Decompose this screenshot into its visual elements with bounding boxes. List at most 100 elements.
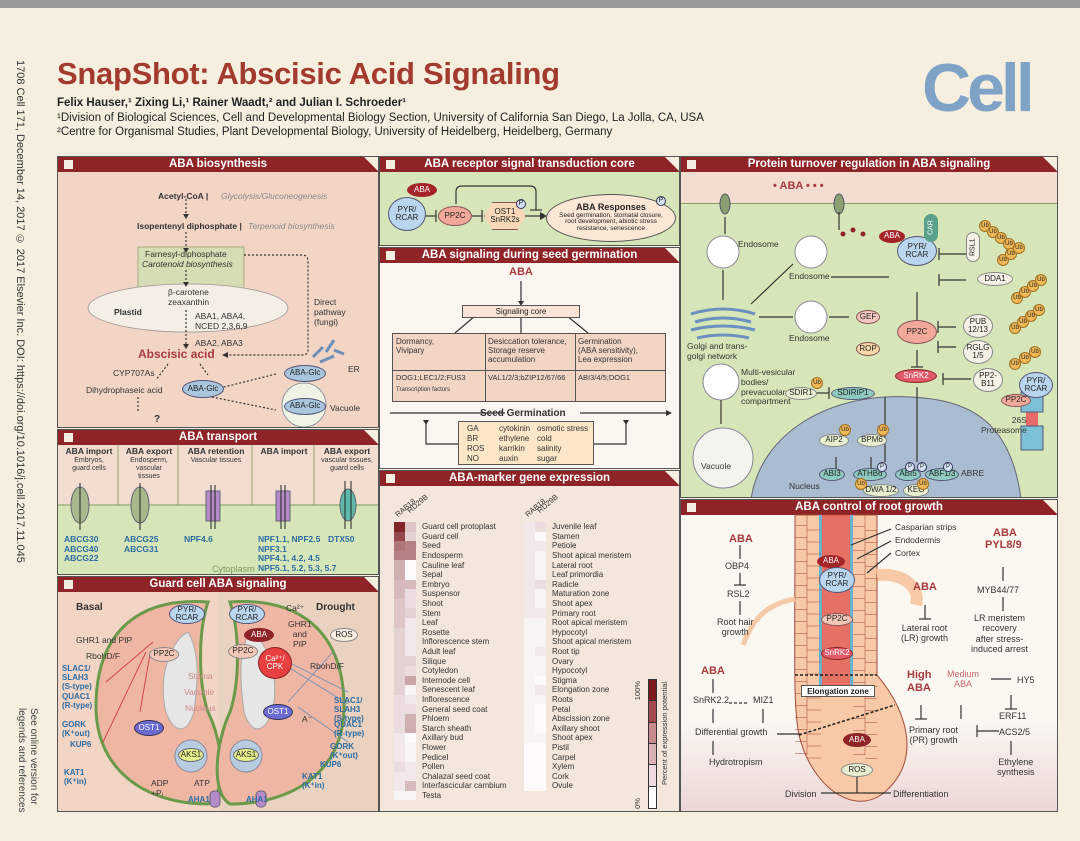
ub-icon: Ub bbox=[877, 424, 889, 436]
car: CAR bbox=[924, 214, 938, 242]
heatmap-row: Elongation zone bbox=[524, 685, 609, 695]
heatmap-cell-rd29b bbox=[405, 790, 416, 801]
heatmap-cell-rab18 bbox=[394, 531, 405, 542]
heatmap-cell-rd29b bbox=[535, 589, 546, 599]
heatmap-cell-rab18 bbox=[394, 560, 405, 570]
aminus-label: A⁻ bbox=[302, 714, 313, 724]
pyr-rcar-degraded: PYR/ RCAR bbox=[1019, 372, 1053, 398]
germination-factor: GA bbox=[467, 424, 479, 433]
pyl8-9: PYL8/9 bbox=[985, 539, 1022, 551]
heatmap-row: Silique bbox=[394, 656, 446, 666]
heatmap-row: Seed bbox=[394, 541, 441, 551]
tissue-label: Axillary bud bbox=[422, 733, 464, 743]
heatmap-cell-rd29b bbox=[535, 752, 546, 762]
germination-factor: osmotic stress bbox=[537, 424, 589, 433]
heatmap-cell-rd29b bbox=[535, 704, 546, 714]
heatmap-row: Lateral root bbox=[524, 560, 592, 570]
heatmap-row: Roots bbox=[524, 694, 573, 705]
heatmap-cell-rd29b bbox=[535, 733, 546, 743]
guard-channel-right: AHA1 bbox=[246, 795, 268, 804]
heatmap-row: Leaf bbox=[394, 618, 438, 628]
tissue-label: Phloem bbox=[422, 714, 450, 724]
tissue-label: Abscission zone bbox=[552, 714, 610, 724]
panel-header: ABA receptor signal transduction core bbox=[380, 157, 679, 172]
phospho-icon: P bbox=[877, 462, 887, 472]
heatmap-cell-rab18 bbox=[524, 560, 535, 570]
transport-gene: ABCG40 bbox=[64, 543, 99, 554]
heatmap-cell-rab18 bbox=[394, 714, 405, 724]
heatmap-row: Axillary shoot bbox=[524, 723, 600, 734]
germination-factor: BR bbox=[467, 434, 479, 443]
bpm6: BPM6 bbox=[857, 434, 887, 447]
heatmap-row: Petiole bbox=[524, 541, 576, 551]
heatmap-cell-rab18 bbox=[524, 656, 535, 666]
heatmap-cell-rd29b bbox=[535, 723, 546, 734]
phospho-icon: P bbox=[656, 196, 666, 206]
transport-col-sub: Embryos, guard cells bbox=[72, 457, 106, 473]
panel-core: ABA receptor signal transduction core AB… bbox=[379, 156, 680, 246]
panel-header: ABA-marker gene expression bbox=[380, 471, 679, 486]
tissue-label: Cotyledon bbox=[422, 666, 459, 676]
side-note-1: See online version for bbox=[28, 708, 39, 805]
heatmap-cell-rab18 bbox=[524, 522, 535, 532]
tissue-label: Root tip bbox=[552, 647, 580, 657]
heatmap-cell-rab18 bbox=[524, 646, 535, 657]
heatmap-cell-rab18 bbox=[524, 637, 535, 647]
seed-col-head: Desiccation tolerance, Storage reserve a… bbox=[488, 337, 567, 365]
ub-icon: Ub bbox=[811, 377, 823, 389]
medium-aba: Medium ABA bbox=[947, 669, 980, 690]
tissue-label: Leaf primordia bbox=[552, 570, 604, 580]
ca-label: Ca²⁺ bbox=[286, 603, 305, 613]
panel-turnover: Protein turnover regulation in ABA signa… bbox=[680, 156, 1058, 498]
fungi-label: (fungi) bbox=[314, 317, 339, 327]
transport-gene: NPF5.1, 5.2, 5.3, 5.7 bbox=[258, 562, 337, 573]
heatmap-row: Ovule bbox=[524, 781, 573, 791]
heatmap-cell-rd29b bbox=[535, 560, 546, 570]
legend-swatch bbox=[649, 765, 656, 787]
heatmap-cell-rd29b bbox=[535, 637, 546, 647]
gef: GEF bbox=[856, 310, 880, 324]
heatmap-cell-rd29b bbox=[405, 723, 416, 734]
differentiation: Differentiation bbox=[893, 789, 949, 799]
tissue-label: Senescent leaf bbox=[422, 685, 475, 695]
enzymes-1: ABA1, ABA4, bbox=[195, 311, 246, 321]
acetyl-coa: Acetyl-CoA | bbox=[158, 191, 209, 201]
fpp: Farnesyl-diphosphate bbox=[145, 249, 227, 259]
heatmap-row: Endosperm bbox=[394, 550, 463, 561]
panel-marker: ABA-marker gene expression RAB18 RD29B R… bbox=[379, 470, 680, 812]
tissue-label: Adult leaf bbox=[422, 647, 456, 657]
panel-title: ABA receptor signal transduction core bbox=[424, 158, 635, 170]
heatmap-cell-rab18 bbox=[394, 723, 405, 734]
dihydrophaseic-acid: Dihydrophaseic acid bbox=[86, 385, 163, 395]
ost1-snrk2: OST1 SnRK2s bbox=[490, 206, 520, 224]
abscisic-acid: Abscisic acid bbox=[138, 347, 215, 361]
pyr-rcar: PYR/ RCAR bbox=[388, 197, 426, 231]
heatmap-cell-rd29b bbox=[405, 627, 416, 638]
tissue-label: Pedicel bbox=[422, 752, 449, 762]
heatmap-cell-rab18 bbox=[394, 618, 405, 628]
heatmap-cell-rd29b bbox=[405, 704, 416, 714]
heatmap-cell-rd29b bbox=[405, 637, 416, 647]
panel-title: ABA control of root growth bbox=[795, 501, 943, 513]
ost1-basal: OST1 bbox=[134, 720, 164, 736]
germination-factor: sugar bbox=[537, 454, 558, 463]
guard-channel-left: KUP6 bbox=[70, 740, 92, 749]
obp4: OBP4 bbox=[725, 561, 750, 571]
heatmap-cell-rd29b bbox=[535, 666, 546, 676]
germination-factor: karrikin bbox=[499, 444, 525, 453]
ub-icon: Ub bbox=[917, 478, 929, 490]
guard-cell-diagram bbox=[94, 600, 349, 808]
aba-bound: ABA bbox=[879, 230, 905, 243]
snrk2: SnRK2 bbox=[821, 647, 853, 660]
heatmap-cell-rab18 bbox=[524, 598, 535, 609]
heatmap-cell-rab18 bbox=[394, 790, 405, 801]
transport-gene: ABCG31 bbox=[124, 543, 159, 554]
atp-label: ATP bbox=[194, 778, 210, 788]
heatmap-row: Suspensor bbox=[394, 589, 460, 599]
heatmap-cell-rd29b bbox=[405, 656, 416, 666]
tissue-label: Elongation zone bbox=[552, 685, 610, 695]
heatmap-cell-rd29b bbox=[405, 541, 416, 551]
snrk2: SnRK2 bbox=[895, 369, 937, 383]
pr-growth: Primary root (PR) growth bbox=[909, 725, 959, 746]
aks1-basal: AKS1 bbox=[178, 748, 204, 762]
